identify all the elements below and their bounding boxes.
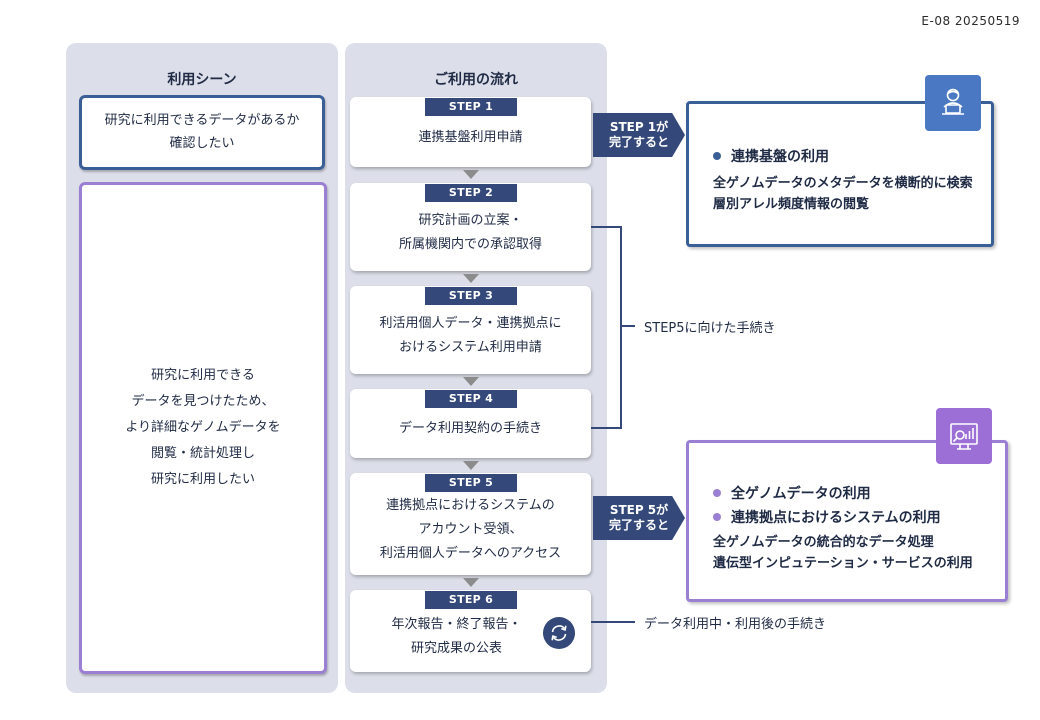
scene-check-line-1: 研究に利用できるデータがあるか	[104, 112, 300, 128]
step-5-line-2: アカウント受領、	[418, 521, 523, 537]
step-1-card: 連携基盤利用申請	[350, 97, 591, 167]
scene-detailed-use: 研究に利用できる データを見つけたため、 より詳細なゲノムデータを 閲覧・統計処…	[79, 182, 327, 674]
step5-complete-arrow: STEP 5が 完了すると	[593, 496, 685, 540]
result2-heading-2: 連携拠点におけるシステムの利用	[731, 510, 941, 526]
result2-heading-row-2: 連携拠点におけるシステムの利用	[713, 507, 941, 527]
person-laptop-icon	[925, 75, 981, 131]
step-5-line-1: 連携拠点におけるシステムの	[386, 497, 555, 513]
step-6-tag: STEP 6	[425, 591, 517, 609]
result1-heading-row: 連携基盤の利用	[713, 146, 829, 166]
steps-2-4-bracket	[591, 226, 622, 429]
refresh-cycle-icon	[543, 617, 575, 649]
step-5-line-3: 利活用個人データへのアクセス	[379, 546, 562, 562]
bracket-connector-line	[621, 325, 635, 327]
arrow1-line-1: STEP 1が	[609, 120, 669, 134]
step-4-tag: STEP 4	[425, 390, 517, 408]
result1-heading: 連携基盤の利用	[731, 149, 829, 165]
arrow1-line-2: 完了すると	[608, 135, 669, 149]
scene-detail-line-5: 研究に利用したい	[150, 472, 255, 487]
scene-check-line-2: 確認したい	[169, 135, 235, 151]
result2-heading-1: 全ゲノムデータの利用	[731, 486, 871, 502]
usage-flow-title: ご利用の流れ	[434, 72, 518, 88]
step-6-line-1: 年次報告・終了報告・	[391, 616, 522, 632]
result2-bullet-2	[713, 513, 721, 521]
step-6-line-2: 研究成果の公表	[410, 641, 502, 656]
step6-connector-line	[591, 621, 635, 623]
step-4-card: データ利用契約の手続き	[350, 389, 591, 458]
scene-detail-line-4: 閲覧・統計処理し	[150, 446, 255, 461]
step-3-line-2: おけるシステム利用申請	[399, 340, 542, 355]
step-2-card: 研究計画の立案・ 所属機関内での承認取得	[350, 183, 591, 271]
arrow2-line-1: STEP 5が	[609, 503, 669, 517]
result2-bullet-1	[713, 489, 721, 497]
step-2-line-1: 研究計画の立案・	[418, 212, 523, 228]
step-2-down-arrow	[463, 274, 479, 283]
usage-scene-title: 利用シーン	[167, 72, 237, 88]
step-4-down-arrow	[463, 461, 479, 470]
step1-complete-arrow: STEP 1が 完了すると	[593, 113, 685, 157]
result2-heading-row-1: 全ゲノムデータの利用	[713, 483, 871, 503]
scene-check-data: 研究に利用できるデータがあるか 確認したい	[79, 95, 325, 170]
result1-desc-line-1: 全ゲノムデータのメタデータを横断的に検索	[713, 176, 973, 191]
step-4-text: データ利用契約の手続き	[398, 421, 542, 437]
result2-desc-line-1: 全ゲノムデータの統合的なデータ処理	[713, 535, 934, 550]
result-genome-use: 全ゲノムデータの利用 連携拠点におけるシステムの利用 全ゲノムデータの統合的なデ…	[686, 440, 1008, 602]
arrow2-line-2: 完了すると	[608, 518, 669, 532]
result1-description: 全ゲノムデータのメタデータを横断的に検索 層別アレル頻度情報の閲覧	[713, 174, 973, 216]
chart-analysis-icon	[936, 408, 992, 464]
document-id: E-08 20250519	[921, 14, 1020, 28]
scene-detail-line-3: より詳細なゲノムデータを	[125, 420, 281, 435]
result1-bullet	[713, 152, 721, 160]
scene-detail-line-1: 研究に利用できる	[151, 368, 255, 383]
step5-procedure-note: STEP5に向けた手続き	[644, 321, 776, 336]
result2-description: 全ゲノムデータの統合的なデータ処理 遺伝型インピュテーション・サービスの利用	[713, 533, 973, 575]
step-3-down-arrow	[463, 377, 479, 386]
result1-desc-line-2: 層別アレル頻度情報の閲覧	[713, 196, 870, 212]
scene-detail-line-2: データを見つけたため、	[131, 394, 275, 409]
step-1-tag: STEP 1	[425, 98, 517, 116]
step-2-line-2: 所属機関内での承認取得	[398, 237, 542, 252]
result2-desc-line-2: 遺伝型インピュテーション・サービスの利用	[713, 555, 973, 571]
step6-procedure-note: データ利用中・利用後の手続き	[644, 617, 827, 632]
step-5-down-arrow	[463, 578, 479, 587]
step-3-tag: STEP 3	[425, 287, 517, 305]
step-2-tag: STEP 2	[425, 184, 517, 202]
step-3-line-1: 利活用個人データ・連携拠点に	[379, 315, 562, 331]
step-5-tag: STEP 5	[425, 474, 517, 492]
step-1-text: 連携基盤利用申請	[418, 129, 523, 145]
step-1-down-arrow	[463, 170, 479, 179]
